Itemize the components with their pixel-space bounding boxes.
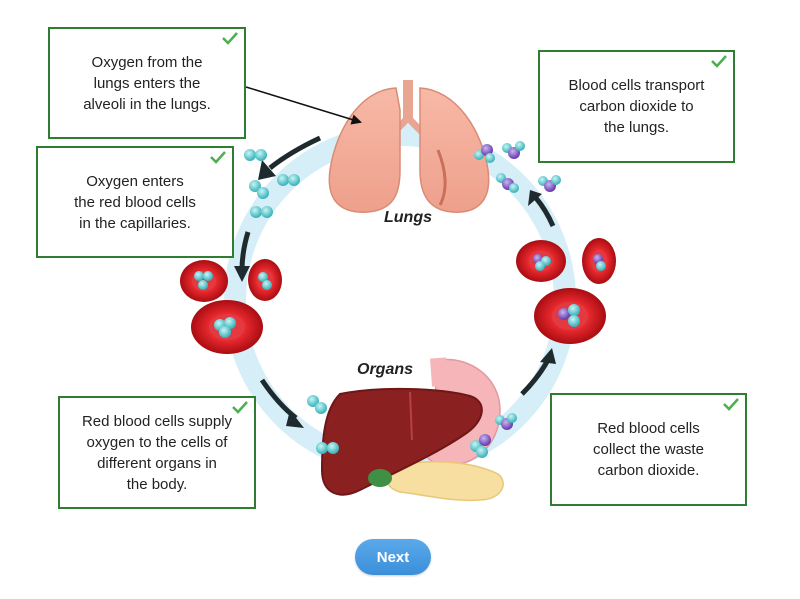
oxygen-molecule bbox=[249, 180, 269, 199]
statement-text: Oxygen enters the red blood cells in the… bbox=[74, 172, 196, 232]
statement-text: Oxygen from the lungs enters the alveoli… bbox=[83, 53, 211, 113]
statement-box-oxygen-alveoli[interactable]: Oxygen from the lungs enters the alveoli… bbox=[48, 27, 246, 139]
statement-text: Red blood cells collect the waste carbon… bbox=[593, 420, 704, 479]
statement-box-oxygen-rbc[interactable]: Oxygen enters the red blood cells in the… bbox=[36, 146, 234, 258]
statement-text: Red blood cells supply oxygen to the cel… bbox=[81, 412, 233, 493]
organs-illustration bbox=[320, 357, 504, 502]
check-icon bbox=[222, 32, 238, 45]
pointer-arrow-alveoli bbox=[245, 86, 363, 125]
organs-label: Organs bbox=[357, 361, 413, 378]
carbon-dioxide-molecule bbox=[495, 413, 517, 430]
next-button[interactable]: Next bbox=[355, 539, 431, 575]
statement-box-supply-organs[interactable]: Red blood cells supply oxygen to the cel… bbox=[58, 396, 256, 509]
carbon-dioxide-molecule bbox=[496, 173, 519, 193]
statement-text: Blood cells transport carbon dioxide to … bbox=[568, 77, 705, 136]
oxygen-molecule bbox=[316, 442, 339, 454]
red-blood-cell bbox=[191, 300, 263, 354]
oxygen-molecule bbox=[250, 206, 273, 218]
statement-box-transport-co2[interactable]: Blood cells transport carbon dioxide to … bbox=[538, 50, 735, 163]
red-blood-cell bbox=[180, 260, 228, 302]
flow-arrow-to-lungs bbox=[528, 190, 556, 228]
red-blood-cell bbox=[582, 238, 616, 284]
flow-arrow-to-organs bbox=[259, 378, 304, 428]
check-icon bbox=[723, 398, 739, 411]
check-icon bbox=[210, 151, 226, 164]
carbon-dioxide-molecule bbox=[538, 175, 561, 192]
carbon-dioxide-molecule bbox=[474, 144, 495, 163]
flow-arrow-organs-up bbox=[520, 348, 556, 396]
oxygen-molecule bbox=[244, 149, 267, 161]
oxygen-molecule bbox=[307, 395, 327, 414]
statement-box-collect-co2[interactable]: Red blood cells collect the waste carbon… bbox=[550, 393, 747, 506]
lungs-illustration bbox=[328, 80, 490, 213]
check-icon bbox=[711, 55, 727, 68]
oxygen-molecule bbox=[277, 174, 300, 186]
carbon-dioxide-molecule bbox=[502, 141, 525, 159]
red-blood-cell bbox=[516, 240, 566, 282]
flow-arrow-lungs-to-cells bbox=[258, 135, 322, 180]
lungs-label: Lungs bbox=[384, 209, 432, 226]
check-icon bbox=[232, 401, 248, 414]
red-blood-cell bbox=[248, 259, 282, 301]
carbon-dioxide-molecule bbox=[470, 434, 491, 458]
red-blood-cell bbox=[534, 288, 606, 344]
flow-arrow-left-down bbox=[234, 231, 251, 282]
